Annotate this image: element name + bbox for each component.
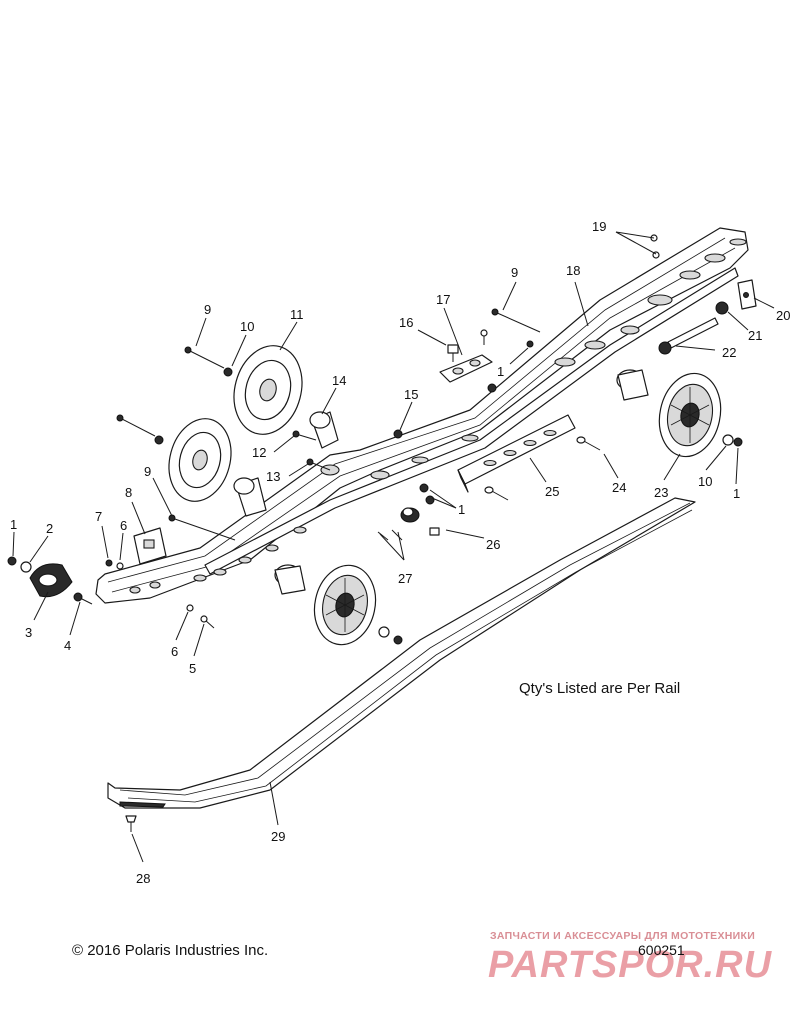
nut-15 xyxy=(393,429,403,439)
screw-16-b xyxy=(480,329,488,337)
callout-labels: 1 2 3 4 5 6 6 7 8 9 9 9 10 10 11 12 13 1… xyxy=(10,219,790,886)
callout-27: 27 xyxy=(398,571,412,586)
callout-29: 29 xyxy=(271,829,285,844)
spacer-rear xyxy=(616,369,649,401)
bolt-4 xyxy=(73,592,93,605)
callout-2: 2 xyxy=(46,521,53,536)
shaft-bolt xyxy=(658,317,719,355)
washer-rear xyxy=(722,434,734,446)
nut-mid xyxy=(393,635,403,645)
leader-lines xyxy=(12,231,775,863)
callout-17: 17 xyxy=(436,292,450,307)
callout-11: 11 xyxy=(290,307,304,322)
callout-20: 20 xyxy=(776,308,790,323)
callout-10: 10 xyxy=(240,319,254,334)
screw-13 xyxy=(306,458,314,466)
rail-cutouts xyxy=(129,238,747,594)
callout-18: 18 xyxy=(566,263,580,278)
callout-19: 19 xyxy=(592,219,606,234)
nut-21 xyxy=(715,301,729,315)
spacer-14-b xyxy=(233,477,267,517)
washer-mid xyxy=(378,626,390,638)
nut-1-top xyxy=(487,383,497,393)
callout-9-c: 9 xyxy=(511,265,518,280)
callout-21: 21 xyxy=(748,328,762,343)
block-17 xyxy=(439,354,493,383)
quantity-note: Qty's Listed are Per Rail xyxy=(519,680,681,697)
spacer-mid xyxy=(274,564,306,595)
washer-2 xyxy=(20,561,32,573)
idler-wheel-front xyxy=(233,345,303,435)
callout-1-d: 1 xyxy=(458,502,465,517)
spacer-14 xyxy=(309,411,339,449)
figure-number: 600251 xyxy=(638,942,685,958)
nut-rear xyxy=(733,437,743,447)
callout-9-b: 9 xyxy=(144,464,151,479)
washer-6 xyxy=(186,604,194,612)
screw-16 xyxy=(447,344,459,362)
callout-24: 24 xyxy=(612,480,626,495)
wheel-23-rear xyxy=(658,372,722,458)
screw-28 xyxy=(125,815,137,832)
copyright-text: © 2016 Polaris Industries Inc. xyxy=(72,942,269,959)
callout-15: 15 xyxy=(404,387,418,402)
washer-10 xyxy=(223,367,233,377)
slide-29 xyxy=(107,497,696,809)
screw-24 xyxy=(576,436,601,451)
nut-1-upper xyxy=(526,340,534,348)
nut-1-front xyxy=(7,556,17,566)
callout-7: 7 xyxy=(95,509,102,524)
screw-5 xyxy=(200,615,215,629)
callout-25: 25 xyxy=(545,484,559,499)
callout-28: 28 xyxy=(136,871,150,886)
slide-block-25 xyxy=(457,414,576,493)
callout-6: 6 xyxy=(171,644,178,659)
callout-6-b: 6 xyxy=(120,518,127,533)
bolt-9-head-4 xyxy=(491,308,499,316)
washer-10-2 xyxy=(154,435,164,445)
rivet-7 xyxy=(105,559,113,567)
callout-3: 3 xyxy=(25,625,32,640)
bracket-20 xyxy=(737,279,757,310)
bolt-9-head-2 xyxy=(116,414,124,422)
callout-1: 1 xyxy=(10,517,17,532)
callout-23: 23 xyxy=(654,485,668,500)
nut-1-mid-b xyxy=(425,495,435,505)
nut-1-mid xyxy=(419,483,429,493)
block-8 xyxy=(133,527,167,565)
watermark-logo: PARTSPOR.RU xyxy=(488,944,773,986)
callout-22: 22 xyxy=(722,345,736,360)
idler-wheel-front-2 xyxy=(168,418,232,502)
callout-1-b: 1 xyxy=(497,364,504,379)
callout-10-b: 10 xyxy=(698,474,712,489)
watermark-tagline: ЗАПЧАСТИ И АКСЕССУАРЫ ДЛЯ МОТОТЕХНИКИ xyxy=(490,930,756,942)
callout-4: 4 xyxy=(64,638,71,653)
callout-8: 8 xyxy=(125,485,132,500)
screw-24-b xyxy=(484,486,509,501)
washer-6-b xyxy=(116,562,124,570)
callout-16: 16 xyxy=(399,315,413,330)
callout-9: 9 xyxy=(204,302,211,317)
callout-13: 13 xyxy=(266,469,280,484)
callout-14: 14 xyxy=(332,373,346,388)
bumper-26 xyxy=(400,507,440,536)
rail-assembly xyxy=(95,227,749,604)
callout-1-c: 1 xyxy=(733,486,740,501)
callout-26: 26 xyxy=(486,537,500,552)
tip-cap-3 xyxy=(29,563,73,598)
bolt-9-head xyxy=(184,346,192,354)
callout-12: 12 xyxy=(252,445,266,460)
wheel-23-mid xyxy=(313,564,377,646)
callout-5: 5 xyxy=(189,661,196,676)
screw-12 xyxy=(292,430,300,438)
